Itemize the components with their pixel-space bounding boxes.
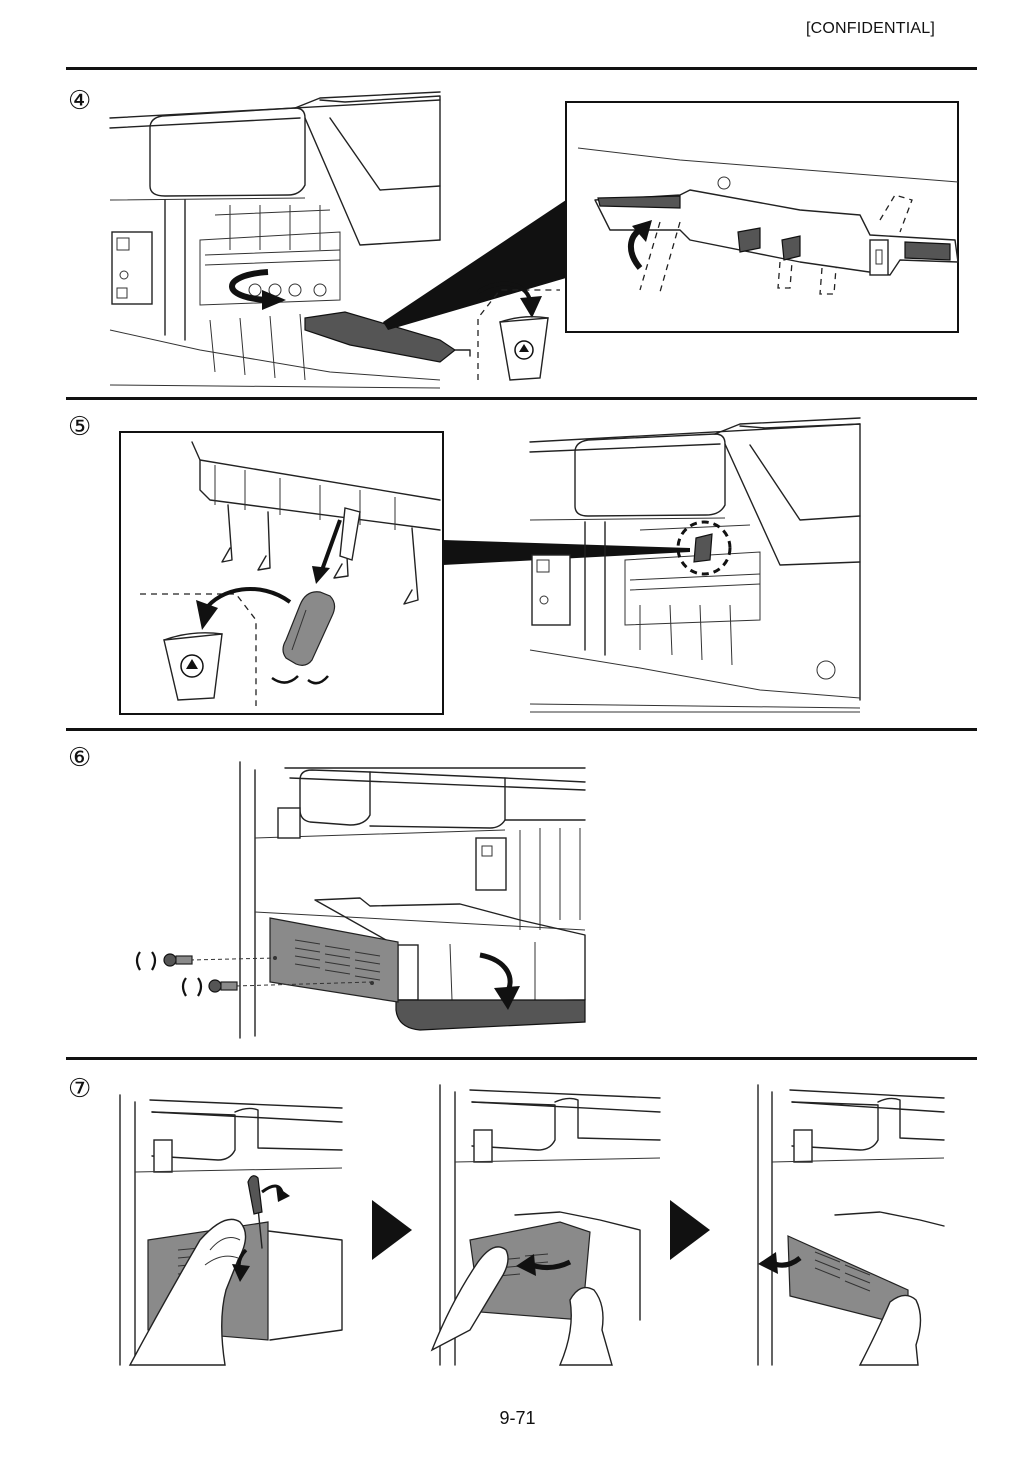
step-number-6: ⑥ [68,743,92,773]
step7-panel-1 [119,1094,343,1366]
step4-detail-frame [565,101,959,333]
section-divider-step7 [66,1057,977,1060]
step-number-5: ⑤ [68,412,92,442]
step-number-4: ④ [68,86,92,116]
step5-machine-illustration [529,417,861,713]
step7-panel-3 [757,1084,945,1366]
step5-detail-frame [119,431,690,715]
section-divider-step5 [66,397,977,400]
step7-panel-2 [430,1084,661,1366]
page-number: 9-71 [499,1408,536,1428]
section-divider-step6 [66,728,977,731]
next-arrow-1 [372,1200,412,1260]
step4-machine-illustration [109,91,566,389]
step-number-7: ⑦ [68,1074,92,1104]
next-arrow-2 [670,1200,710,1260]
step6-machine-illustration [135,761,586,1039]
section-divider-top [66,67,977,70]
confidential-label: [CONFIDENTIAL] [805,20,935,37]
